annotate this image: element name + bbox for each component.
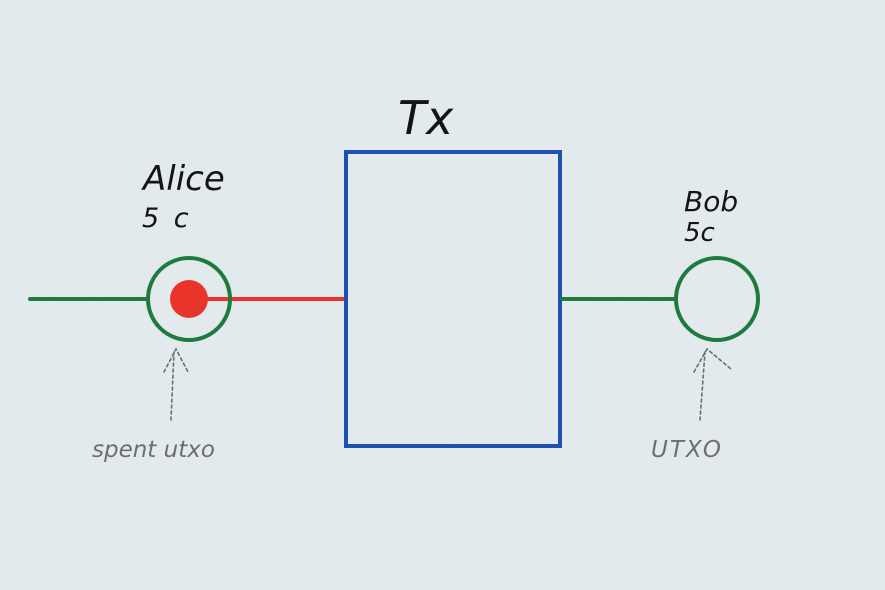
utxo-note: UTXO: [651, 437, 723, 463]
alice-spent-dot: [170, 280, 208, 318]
tx-label: Tx: [398, 91, 454, 145]
arrow-up-icon: [163, 347, 189, 421]
bob-utxo-circle: [674, 256, 760, 342]
alice-utxo-circle: [146, 256, 232, 342]
bob-name-label: Bob: [684, 185, 738, 218]
alice-amount-label: 5 c: [142, 203, 192, 234]
alice-name-label: Alice: [141, 159, 225, 199]
arrow-up-icon: [693, 347, 732, 421]
bob-amount-label: 5c: [684, 218, 715, 248]
spent-utxo-note: spent utxo: [92, 437, 215, 463]
